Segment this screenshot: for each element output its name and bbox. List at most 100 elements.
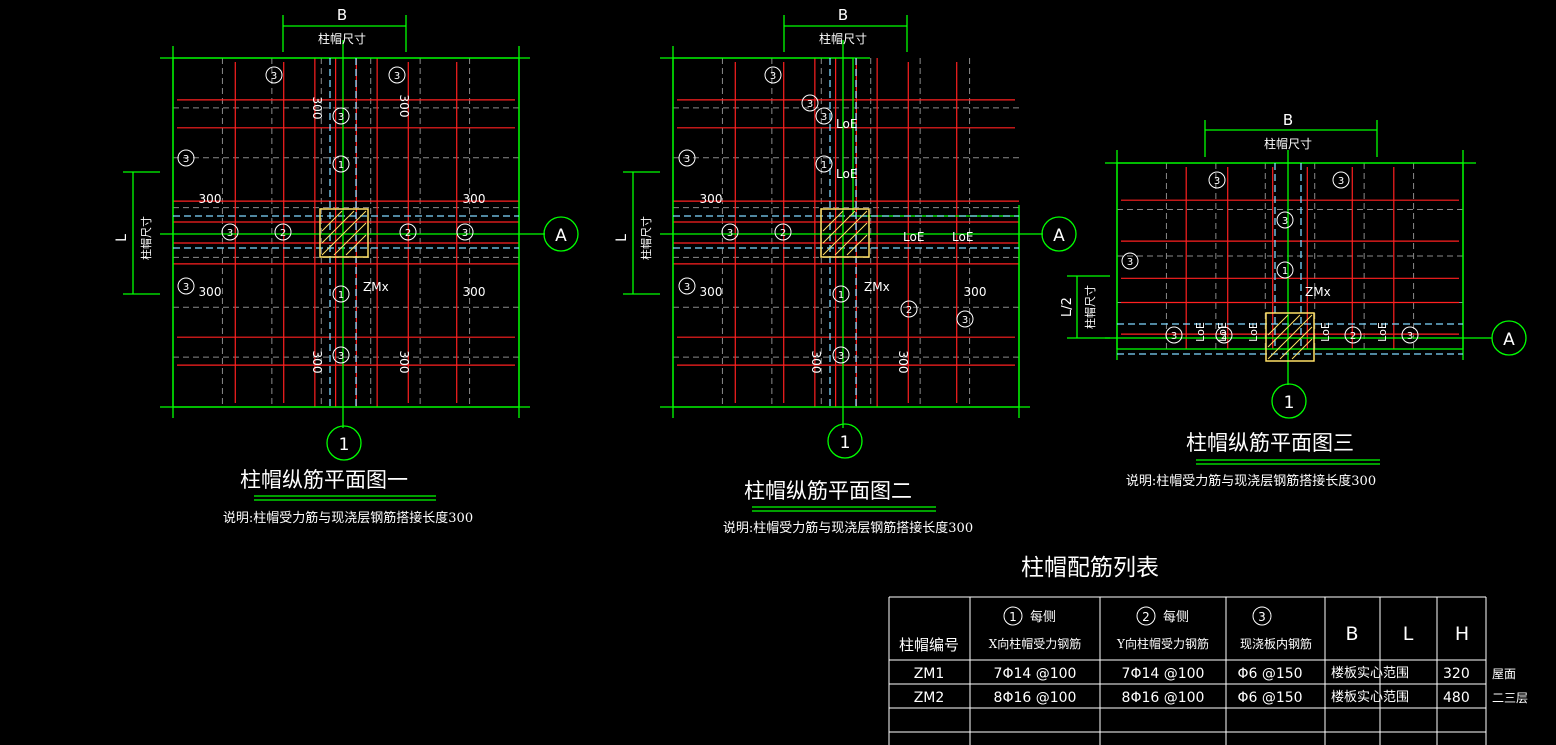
d2-rebar-grid [673,58,1019,407]
d1-marker-2: 2 [280,228,286,239]
d2-marker-3: 3 [684,282,690,293]
d3-dim-l-sub: 柱帽尺寸 [1083,285,1097,329]
d1-lap-300-c: 300 [199,285,222,299]
cell-y: 7Φ14 @100 [1122,666,1205,682]
d1-note: 说明:柱帽受力筋与现浇层钢筋搭接长度300 [223,510,473,526]
d3-loe-5: LoE [1376,322,1389,342]
cell-b: 楼板实心范围 [1331,666,1409,681]
th-c1-num: 1 [1009,610,1017,624]
d2-marker-2: 2 [780,228,786,239]
d2-loe-1: LoE [836,117,857,131]
cell-b: 楼板实心范围 [1331,690,1409,705]
d1-marker-3: 3 [227,228,233,239]
table-title: 柱帽配筋列表 [1021,555,1159,581]
d2-col-label: ZMx [864,280,890,294]
d3-axis-1-bubble [1271,383,1307,419]
cell-y: 8Φ16 @100 [1122,690,1205,706]
d2-lap-300-b: 300 [700,285,723,299]
d3-axis-1-label: 1 [1284,393,1295,413]
cell-h: 480 [1443,690,1470,706]
d1-lap-300-f: 300 [397,95,411,118]
d1-marker-3: 3 [338,351,344,362]
d2-axis-a-bubble [1041,216,1077,252]
d1-marker-3: 3 [183,154,189,165]
d3-marker-3: 3 [1282,216,1288,227]
d1-dim-l-sub: 柱帽尺寸 [139,216,153,260]
d3-marker-2: 2 [1221,331,1227,342]
d1-column [319,208,369,258]
d3-marker-3: 3 [1171,331,1177,342]
th-c2-num: 2 [1142,610,1150,624]
d1-axis-a-bubble [543,216,579,252]
th-c1-top: 每侧 [1030,609,1056,625]
d2-dim-b-sub: 柱帽尺寸 [819,31,867,46]
d3-loe-3: LoE [1247,322,1260,342]
th-c2-bottom: Y向柱帽受力钢筋 [1116,636,1209,651]
d3-col-label: ZMx [1305,285,1331,299]
th-h: H [1455,623,1469,645]
d3-title: 柱帽纵筋平面图三 [1186,431,1354,455]
d1-dim-b-label: B [337,6,347,24]
d1-lap-300-b: 300 [463,192,486,206]
d3-dim-b-sub: 柱帽尺寸 [1264,136,1312,151]
th-b: B [1345,623,1358,645]
th-c1-bottom: X向柱帽受力钢筋 [989,636,1082,651]
d2-marker-2: 2 [906,305,912,316]
d3-loe-4: LoE [1319,322,1332,342]
d2-marker-3: 3 [684,154,690,165]
drawing-3: B 柱帽尺寸 L/2 柱帽尺寸 A 1 LoE LoE LoE LoE LoE … [1060,111,1527,489]
d2-dim-b-label: B [838,6,848,24]
cell-id: ZM1 [914,666,945,682]
d1-marker-3: 3 [183,282,189,293]
d1-lap-300-a: 300 [199,192,222,206]
table-grid [888,596,1487,745]
d1-title: 柱帽纵筋平面图一 [240,468,408,492]
d3-column-hatch [1267,314,1313,360]
drawing-1: B 柱帽尺寸 L 柱帽尺寸 A 1 300 300 300 300 300 30… [114,6,579,526]
d2-column-hatch [822,210,868,256]
table-row: ZM1 7Φ14 @100 7Φ14 @100 Φ6 @150 楼板实心范围 3… [914,666,1516,682]
cell-x: 8Φ16 @100 [994,690,1077,706]
d3-rebar-grid [1117,163,1463,349]
d3-dim-l-label: L/2 [1060,297,1075,317]
d2-loe-2: LoE [836,167,857,181]
d2-title: 柱帽纵筋平面图二 [744,479,912,503]
d3-marker-3: 3 [1127,257,1133,268]
cell-slab: Φ6 @150 [1237,666,1302,682]
cell-floor: 屋面 [1492,667,1516,681]
d2-marker-3: 3 [807,99,813,110]
d2-lap-300-c: 300 [964,285,987,299]
d2-note: 说明:柱帽受力筋与现浇层钢筋搭接长度300 [723,520,973,536]
th-c2-top: 每侧 [1163,609,1189,625]
d2-axis-1-bubble [827,423,863,459]
d2-lap-300-e: 300 [896,351,910,374]
cell-floor: 二三层 [1492,691,1528,705]
d1-marker-3: 3 [271,71,277,82]
d3-marker-3: 3 [1338,176,1344,187]
cell-h: 320 [1443,666,1470,682]
d2-marker-3: 3 [962,315,968,326]
th-c3-bottom: 现浇板内钢筋 [1240,636,1312,651]
d2-lap-300-a: 300 [700,192,723,206]
rebar-table: 柱帽配筋列表 柱帽编号 1 每侧 X向柱帽受力钢筋 2 每侧 Y向柱帽受力钢筋 … [888,555,1528,745]
d1-column-hatch [321,210,367,256]
d1-marker-1: 1 [338,290,344,301]
d1-lap-300-e: 300 [310,97,324,120]
d3-markers: 3 3 3 1 3 3 2 2 3 [1121,171,1419,344]
th-c3-num: 3 [1258,610,1266,624]
d2-dim-l-label: L [614,234,630,242]
d2-lap-300-d: 300 [809,351,823,374]
th-c2-circle [1136,606,1156,626]
drawing-2: B 柱帽尺寸 L 柱帽尺寸 A 1 300 300 300 300 300 Lo… [614,6,1077,536]
d3-dim-b-label: B [1283,111,1293,129]
th-l: L [1403,623,1414,645]
d1-axis-1-label: 1 [339,435,350,455]
d2-marker-1: 1 [821,160,827,171]
d2-marker-3: 3 [821,112,827,123]
d2-axis-1-label: 1 [840,433,851,453]
d3-axis-a-bubble [1491,320,1527,356]
d2-column [820,208,870,258]
cell-id: ZM2 [914,690,945,706]
th-id: 柱帽编号 [899,636,959,654]
